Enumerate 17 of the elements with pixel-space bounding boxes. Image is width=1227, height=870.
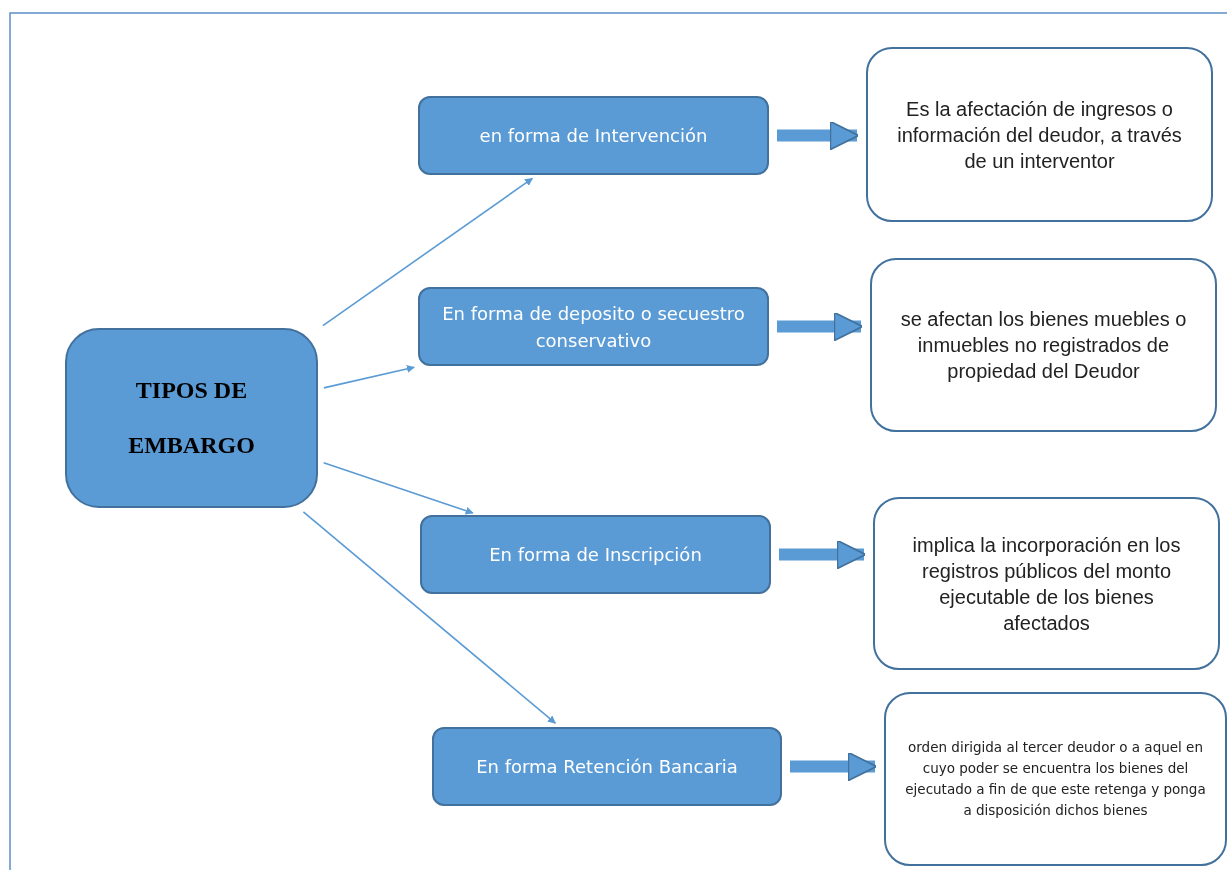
description-box: implica la incorporación en los registros públicos del monto ejecutable de los bienes afectados	[873, 497, 1220, 670]
type-box: En forma Retención Bancaria	[432, 727, 782, 806]
arrow	[302, 511, 557, 724]
title-box: TIPOS DE EMBARGO	[65, 328, 318, 508]
block-arrow	[790, 751, 878, 782]
type-box: En forma de deposito o secuestro conservativo	[418, 287, 769, 366]
type-box: En forma de Inscripción	[420, 515, 771, 594]
description-box: orden dirigida al tercer deudor o a aquel en cuyo poder se encuentra los bienes del ejecutado a fin de que este retenga y ponga a disposición dichos bienes	[884, 692, 1227, 866]
block-arrow	[777, 120, 860, 151]
type-box: en forma de Intervención	[418, 96, 769, 175]
arrow	[322, 177, 534, 327]
block-arrow	[779, 539, 867, 570]
description-box: se afectan los bienes muebles o inmuebles no registrados de propiedad del Deudor	[870, 258, 1217, 432]
block-arrow	[777, 311, 864, 342]
arrow	[323, 365, 415, 389]
description-box: Es la afectación de ingresos o información del deudor, a través de un interventor	[866, 47, 1213, 222]
arrow	[322, 461, 474, 515]
